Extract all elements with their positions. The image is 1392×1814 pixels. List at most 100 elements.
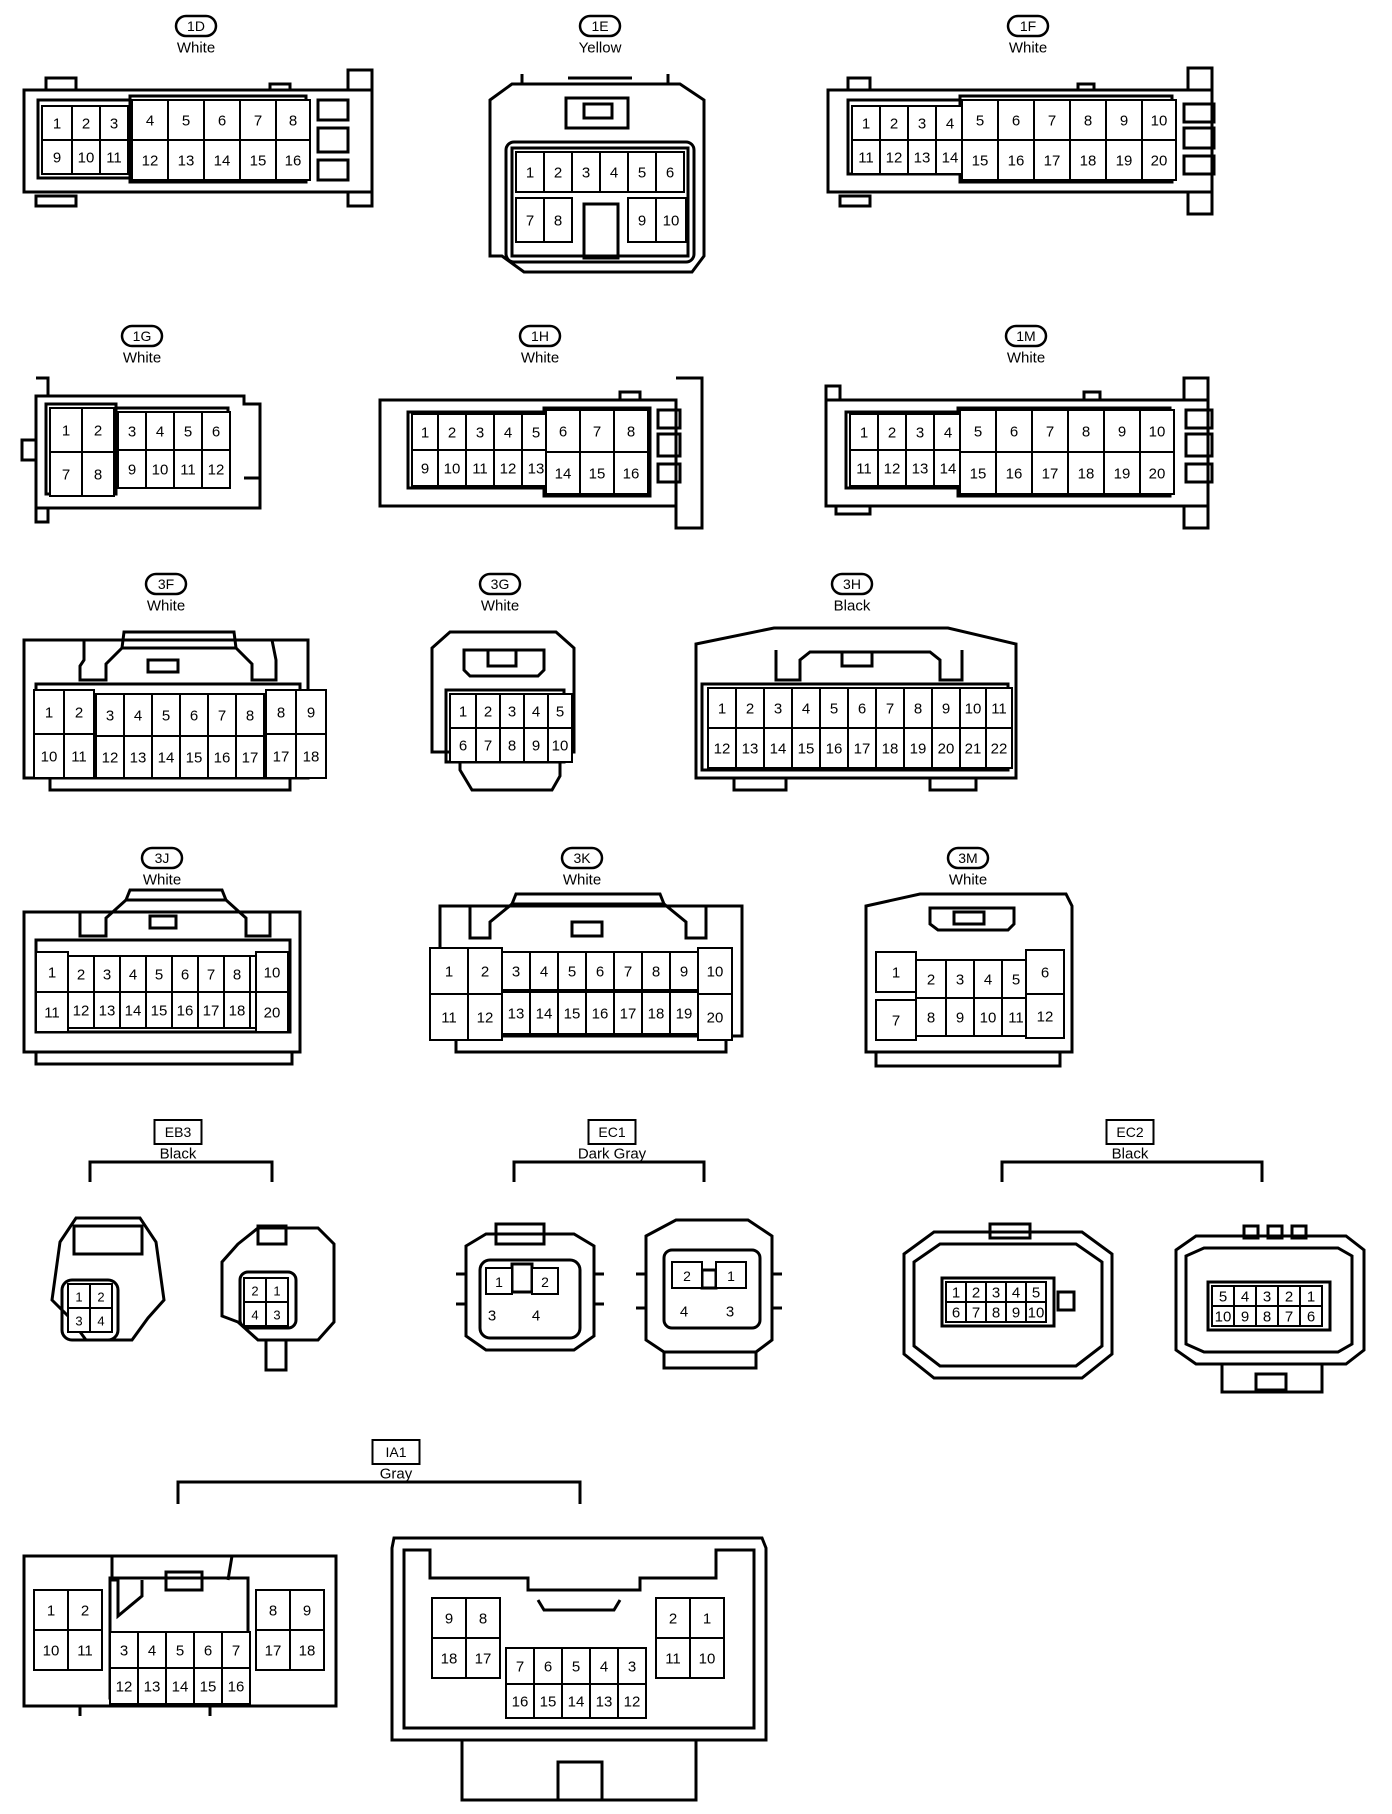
pin-number: 3: [106, 708, 114, 725]
pin-number: 15: [589, 466, 606, 483]
cavity: [1206, 1280, 1332, 1332]
pin-number: 8: [246, 708, 254, 725]
pin-cell: [879, 139, 909, 175]
wire-color-label: White: [481, 598, 519, 615]
pin-number: 6: [218, 113, 226, 130]
pin-number: 6: [666, 165, 674, 182]
connector-code: 1D: [187, 18, 205, 34]
pin-number: 5: [638, 165, 646, 182]
pin-number: 20: [1149, 466, 1166, 483]
pin-number: 1: [45, 705, 53, 722]
pin-number: 1: [75, 1290, 82, 1305]
pin-cell: [875, 687, 905, 729]
pin-number: 8: [289, 113, 297, 130]
pin-cell: [997, 99, 1035, 141]
pin-number: 11: [180, 462, 196, 479]
pin-number: 6: [1010, 424, 1018, 441]
pin-number: 2: [77, 967, 85, 984]
connector-code-badge: [174, 14, 218, 38]
pin-cell: [547, 727, 573, 763]
pin-number: 15: [970, 466, 987, 483]
pin-number: 11: [856, 461, 872, 478]
connector-code: EB3: [165, 1124, 192, 1140]
pin-number: 6: [459, 738, 467, 755]
connector-code: 1E: [591, 18, 608, 34]
pin-number: 2: [251, 1284, 258, 1299]
pin-number: 4: [802, 701, 810, 718]
side-slot: [316, 98, 350, 122]
pin-cell: [275, 139, 311, 181]
connector-code-badge: [560, 846, 604, 870]
connector-code-box: [587, 1119, 637, 1145]
pin-number: 6: [212, 424, 220, 441]
pin-cell: [467, 947, 503, 995]
pin-cell: [689, 1597, 725, 1639]
pin-cell: [1025, 993, 1065, 1039]
side-slot: [656, 408, 682, 430]
pin-number: 2: [97, 1290, 104, 1305]
housing-outline: [636, 1272, 782, 1310]
pin-cell: [411, 449, 439, 487]
housing-outline: [520, 74, 670, 84]
connector-code-badge: [946, 846, 990, 870]
pin-number: 1: [952, 1285, 960, 1302]
pin-number: 14: [172, 1679, 189, 1696]
pin-number: 13: [528, 461, 545, 478]
pin-cell: [533, 1683, 563, 1719]
pin-cell: [959, 451, 997, 495]
latch: [34, 194, 78, 208]
pin-number: 22: [991, 741, 1008, 758]
connector-code: 3J: [155, 850, 170, 866]
pin-number: 3: [103, 967, 111, 984]
pin-cell: [131, 99, 169, 141]
wire-color-label: Black: [834, 598, 871, 615]
pin-number: 20: [938, 741, 955, 758]
housing-outline: [20, 376, 260, 524]
pin-number: 16: [214, 750, 231, 767]
housing-outline: [912, 1242, 1104, 1368]
housing-outline: [464, 1232, 596, 1352]
pin-cell: [131, 139, 169, 181]
pin-number: 5: [556, 704, 564, 721]
pin-cell: [67, 1629, 103, 1671]
latch-tab: [486, 648, 518, 668]
pin-number: 3: [120, 1643, 128, 1660]
pin-cell: [265, 1301, 289, 1327]
pin-number: 12: [1037, 1009, 1054, 1026]
pin-number: 9: [638, 213, 646, 230]
latch: [1242, 1224, 1260, 1240]
pin-number: 9: [680, 964, 688, 981]
pin-number: 10: [444, 461, 461, 478]
latch: [256, 1224, 288, 1246]
connector-code-badge: [120, 324, 164, 348]
pin-number: 2: [541, 1274, 549, 1290]
pin-number: 18: [303, 749, 320, 766]
connector-code-badge: [144, 572, 188, 596]
pin-number: 12: [142, 153, 159, 170]
cavity: [238, 1270, 298, 1330]
pin-number: 7: [526, 213, 534, 230]
side-slot: [1184, 408, 1214, 430]
pin-cell: [613, 451, 649, 495]
pin-number: 3: [512, 964, 520, 981]
pin-number: 5: [182, 113, 190, 130]
connector-code-badge: [830, 572, 874, 596]
wire-color-label: White: [521, 350, 559, 367]
pin-number: 7: [254, 113, 262, 130]
pin-number: 15: [200, 1679, 217, 1696]
pin-cell: [945, 997, 975, 1037]
side-slot: [316, 158, 350, 182]
pin-number: 5: [1032, 1285, 1040, 1302]
pin-cell: [289, 1629, 325, 1671]
pin-cell: [523, 727, 549, 763]
pin-number: 1: [62, 423, 70, 440]
wire-color-label: White: [1007, 350, 1045, 367]
pin-cell: [689, 1637, 725, 1679]
pin-number: 8: [914, 701, 922, 718]
pin-number: 1: [718, 701, 726, 718]
pin-number: 9: [942, 701, 950, 718]
pin-cell: [203, 139, 241, 181]
pin-number: 11: [991, 701, 1007, 718]
pin-cell: [671, 1261, 703, 1289]
pin-number: 13: [508, 1006, 525, 1023]
